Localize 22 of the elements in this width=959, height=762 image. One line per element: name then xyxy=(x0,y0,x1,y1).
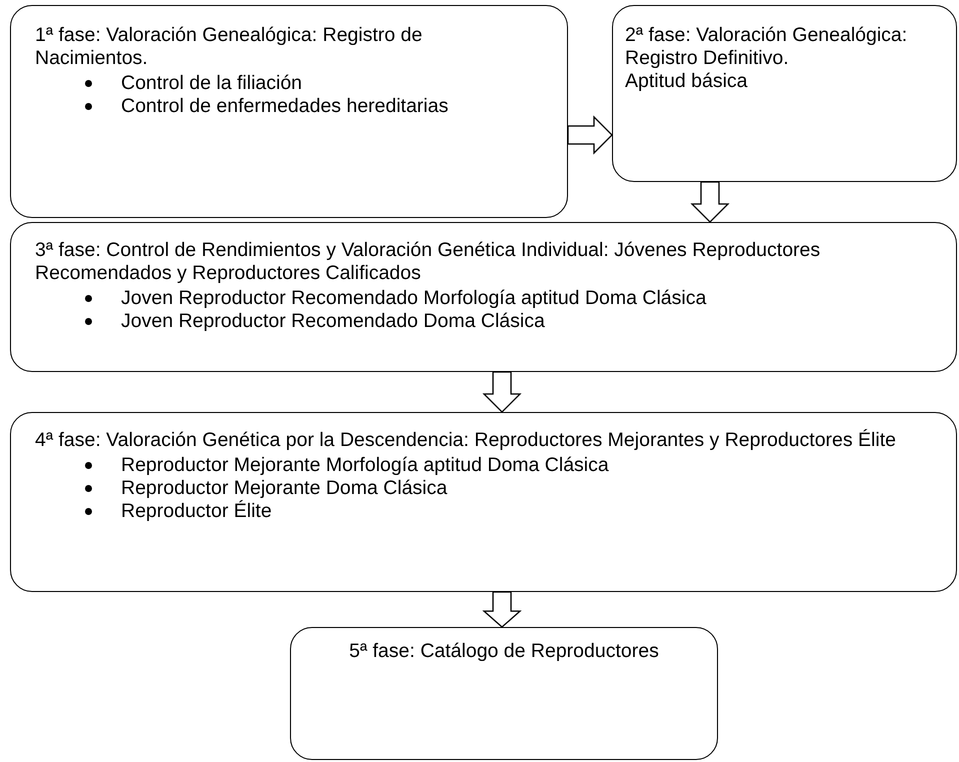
phase-box xyxy=(612,5,957,182)
phase-box xyxy=(10,412,957,592)
phase-heading: 1ª fase: Valoración Genealógica: Registro de Nacimientos. xyxy=(35,24,424,70)
phase-heading: 2ª fase: Valoración Genealógica: Registro Definitivo. xyxy=(625,24,908,70)
bullet-item: Reproductor Mejorante Morfología aptitud Doma Clásica xyxy=(121,454,609,477)
block-arrow xyxy=(567,115,613,155)
phase-box xyxy=(10,5,568,218)
block-arrow xyxy=(482,371,522,413)
phase-heading: 3ª fase: Control de Rendimientos y Valoración Genética Individual: Jóvenes Reproductores Recomendados y Reproductores Calificados xyxy=(35,239,822,285)
block-arrow xyxy=(690,181,730,223)
phase-heading: Aptitud básica xyxy=(625,70,748,93)
bullet-item: Joven Reproductor Recomendado Doma Clásica xyxy=(121,310,545,333)
bullet-item: Control de la filiación xyxy=(121,72,302,95)
phase-heading: 4ª fase: Valoración Genética por la Descendencia: Reproductores Mejorantes y Reproductores Élite xyxy=(35,429,897,452)
phase-heading: 5ª fase: Catálogo de Reproductores xyxy=(348,640,660,663)
block-arrow xyxy=(482,591,522,628)
bullet-item: Reproductor Élite xyxy=(121,500,272,523)
bullet-item: Control de enfermedades hereditarias xyxy=(121,95,448,118)
phase-box xyxy=(290,627,718,760)
bullet-item: Joven Reproductor Recomendado Morfología aptitud Doma Clásica xyxy=(121,287,706,310)
bullet-item: Reproductor Mejorante Doma Clásica xyxy=(121,477,448,500)
phase-box xyxy=(10,222,957,372)
